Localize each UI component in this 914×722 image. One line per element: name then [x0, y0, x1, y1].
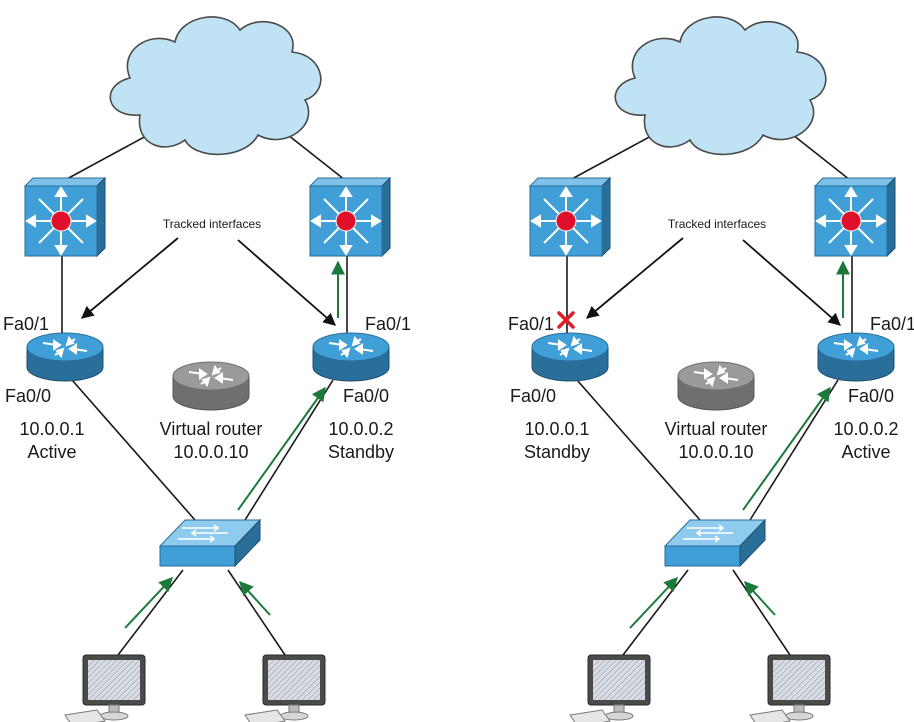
- green-arrows: [124, 260, 345, 629]
- diagram-left: Tracked interfaces: [3, 16, 411, 722]
- multilayer-switch-icon: [813, 176, 897, 258]
- tracked-arrow-left: [586, 237, 684, 319]
- tracked-interfaces-label: Tracked interfaces: [668, 217, 766, 231]
- virtual-router-icon: [172, 361, 250, 411]
- cloud-icon: [109, 16, 322, 156]
- right-router-upper-interface: Fa0/1: [365, 314, 411, 334]
- workstation-icon: [64, 654, 146, 722]
- diagram-right: Tracked interfaces: [508, 16, 914, 722]
- virtual-router-icon: [677, 361, 755, 411]
- multilayer-switch-icon: [528, 176, 612, 258]
- green-arrows: [629, 260, 850, 629]
- green-arrow-left-host: [124, 576, 173, 629]
- right-router-upper-interface: Fa0/1: [870, 314, 914, 334]
- switch-icon: [663, 518, 767, 568]
- workstation-icon: [244, 654, 326, 722]
- green-arrow-to-router: [237, 386, 326, 511]
- left-router-ip: 10.0.0.1: [524, 419, 589, 439]
- tracked-arrow-left: [81, 237, 179, 319]
- failure-x-icon: [557, 311, 575, 329]
- green-arrow-left-host: [629, 576, 678, 629]
- left-router-lower-interface: Fa0/0: [510, 386, 556, 406]
- left-router-upper-interface: Fa0/1: [508, 314, 554, 334]
- left-router-role: Active: [27, 442, 76, 462]
- multilayer-switch-icon: [308, 176, 392, 258]
- green-arrow-right-host: [239, 580, 271, 616]
- right-router-lower-interface: Fa0/0: [848, 386, 894, 406]
- virtual-router-ip: 10.0.0.10: [678, 442, 753, 462]
- tracked-arrow-right: [237, 239, 336, 326]
- router-icon: [26, 332, 104, 382]
- multilayer-switch-icon: [23, 176, 107, 258]
- right-router-lower-interface: Fa0/0: [343, 386, 389, 406]
- tracked-arrow-right: [742, 239, 841, 326]
- cloud-icon: [614, 16, 827, 156]
- router-icon: [312, 332, 390, 382]
- switch-icon: [158, 518, 262, 568]
- virtual-router-label: Virtual router: [665, 419, 768, 439]
- left-router-ip: 10.0.0.1: [19, 419, 84, 439]
- right-router-ip: 10.0.0.2: [328, 419, 393, 439]
- right-router-role: Standby: [328, 442, 394, 462]
- green-arrow-right-host: [744, 580, 776, 616]
- right-router-role: Active: [841, 442, 890, 462]
- router-icon: [531, 332, 609, 382]
- router-icon: [817, 332, 895, 382]
- workstation-icon: [569, 654, 651, 722]
- tracked-interfaces-label: Tracked interfaces: [163, 217, 261, 231]
- virtual-router-label: Virtual router: [160, 419, 263, 439]
- left-router-upper-interface: Fa0/1: [3, 314, 49, 334]
- left-router-lower-interface: Fa0/0: [5, 386, 51, 406]
- right-router-ip: 10.0.0.2: [833, 419, 898, 439]
- workstation-icon: [749, 654, 831, 722]
- left-router-role: Standby: [524, 442, 590, 462]
- green-arrow-to-router: [742, 386, 831, 511]
- virtual-router-ip: 10.0.0.10: [173, 442, 248, 462]
